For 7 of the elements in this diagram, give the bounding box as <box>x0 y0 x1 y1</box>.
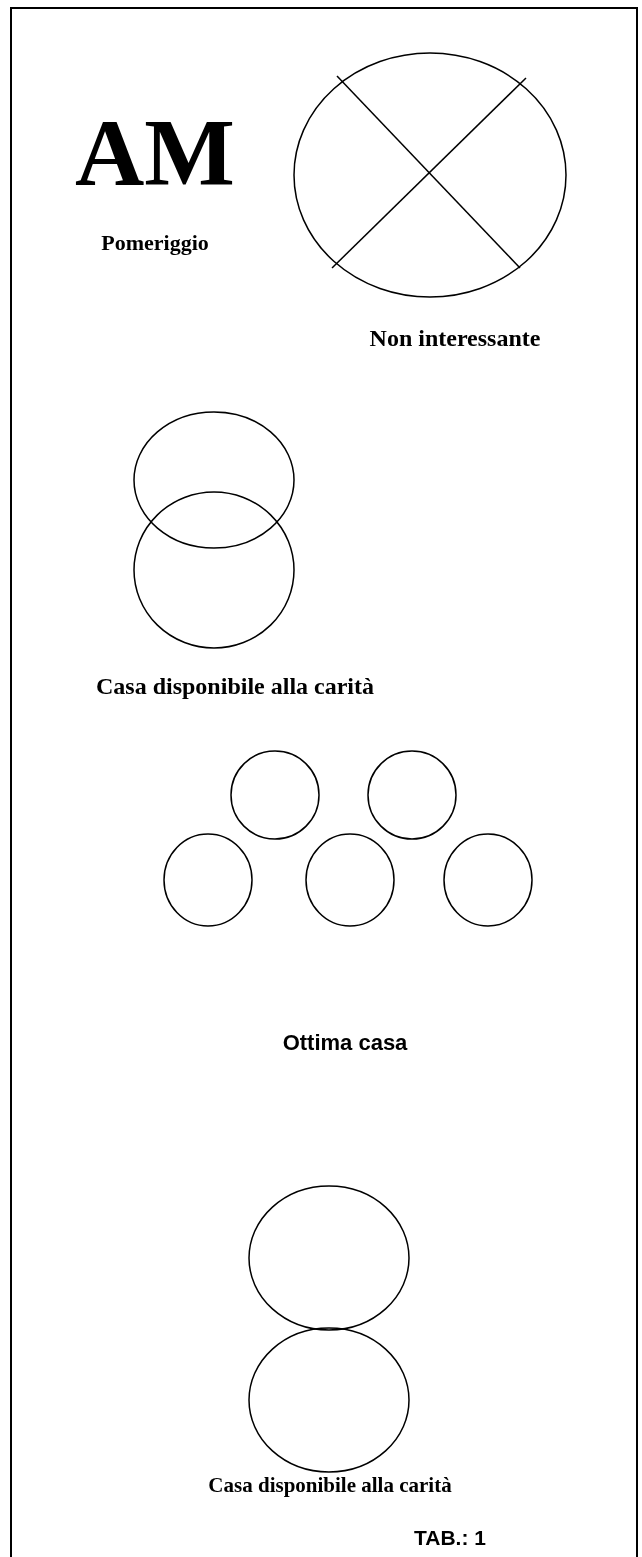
sign-caption: Casa disponibile alla carità <box>95 672 375 701</box>
table-number: TAB.: 1 <box>413 1525 487 1551</box>
time-abbreviation: AM <box>74 100 236 206</box>
sign-caption: Casa disponibile alla carità <box>207 1472 453 1499</box>
time-caption: Pomeriggio <box>100 229 210 257</box>
sign-caption: Non interessante <box>368 324 542 353</box>
sign-caption: Ottima casa <box>281 1029 409 1057</box>
